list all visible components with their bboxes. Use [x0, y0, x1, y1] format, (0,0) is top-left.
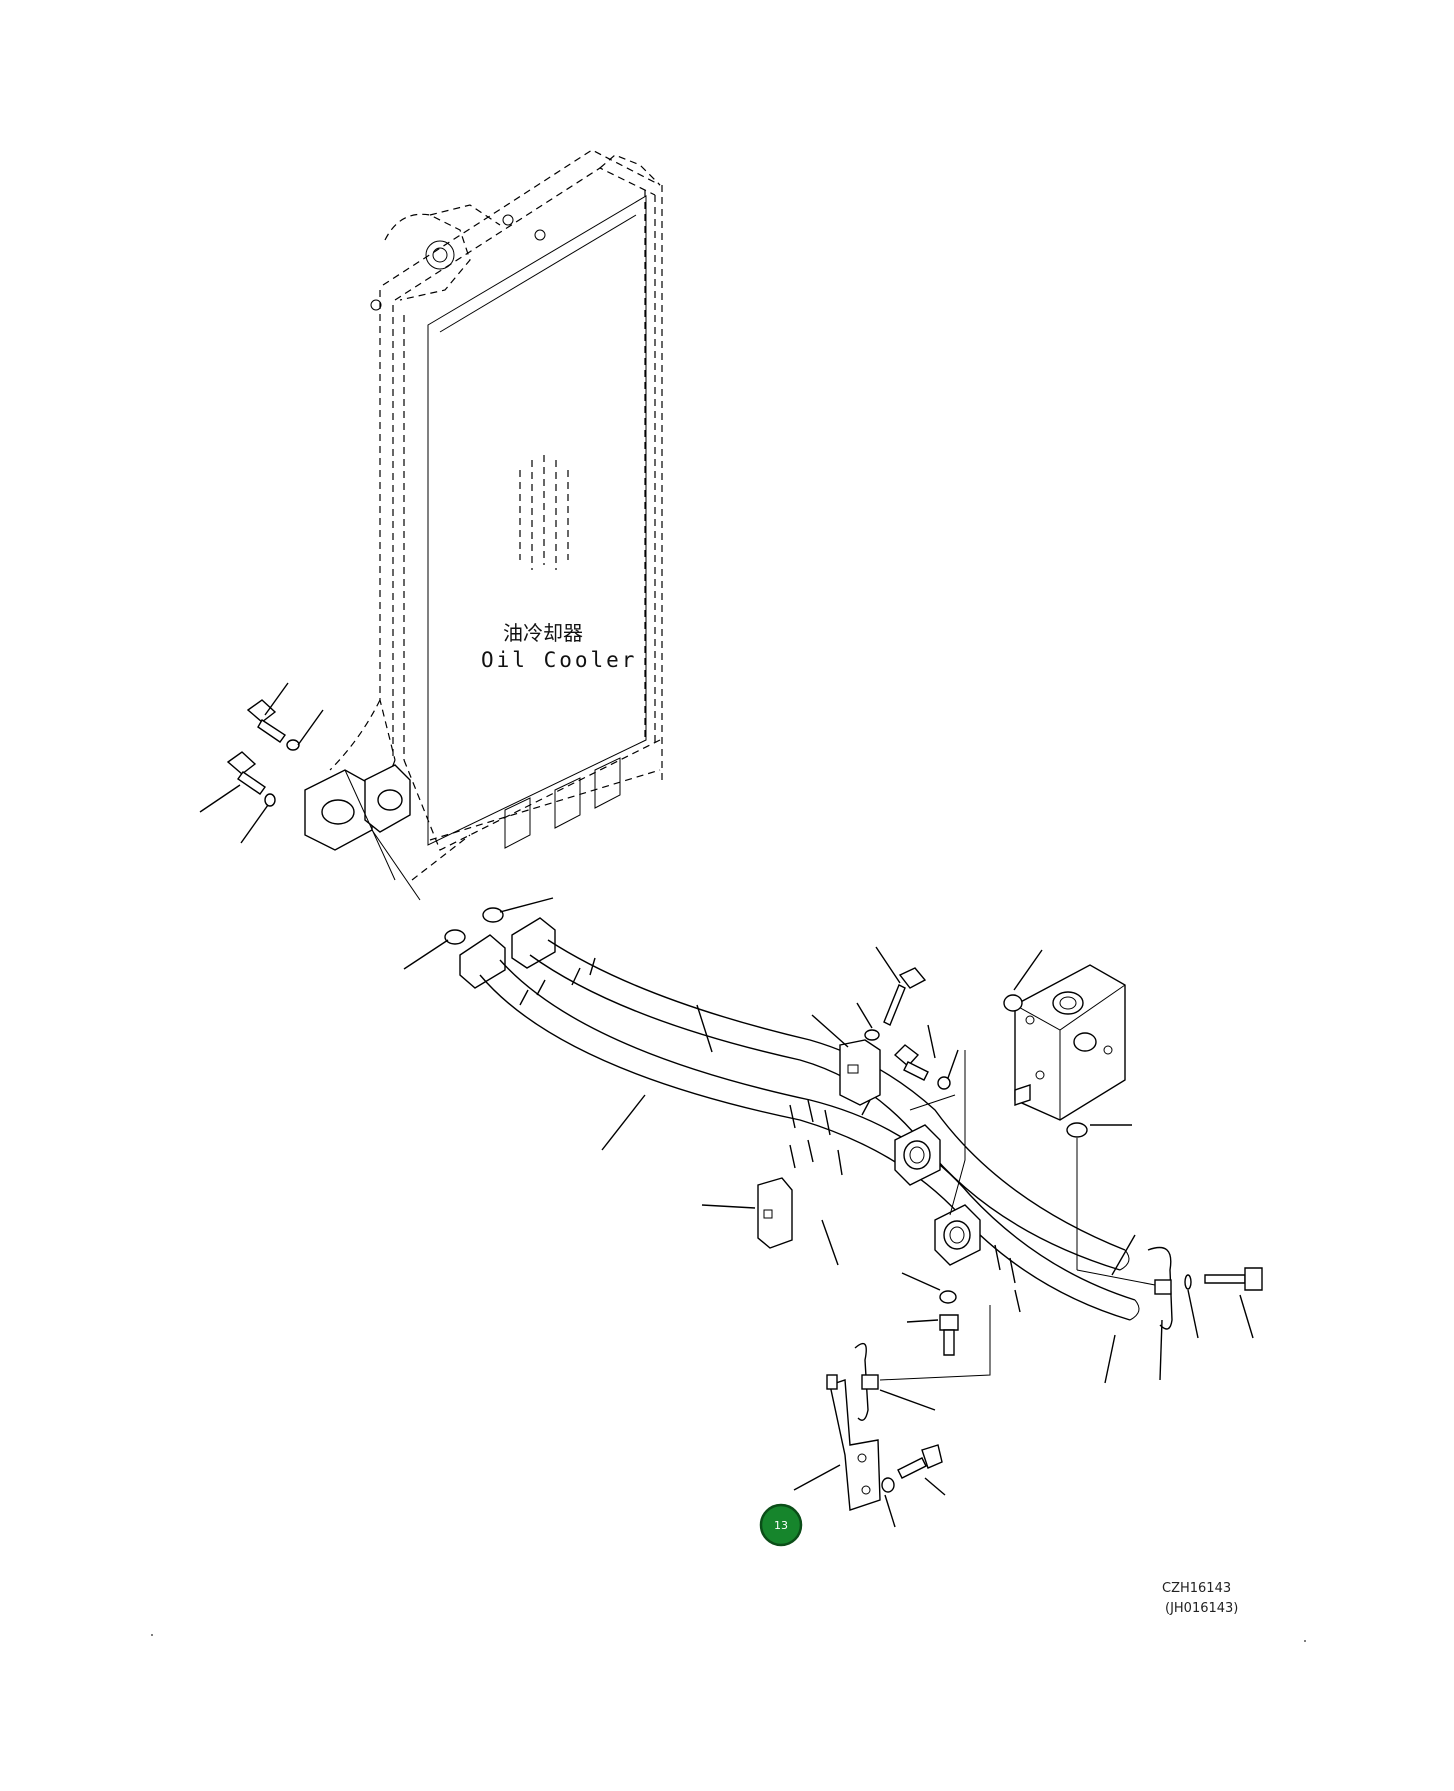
oil-cooler-hoses	[459, 917, 1140, 1321]
support-bracket	[826, 1374, 881, 1511]
valve-block	[1014, 964, 1126, 1121]
callout-13[interactable]: 13	[759, 1503, 803, 1547]
registration-mark-left	[151, 1634, 153, 1636]
clip-bottom	[854, 1342, 879, 1421]
flange-bolt-upper	[246, 699, 300, 751]
hose-end-flange-upper	[894, 1124, 941, 1186]
flange-bolt-lower	[226, 751, 276, 807]
bolt-flange-bottom	[939, 1290, 959, 1356]
oil-cooler-label-cn: 油冷却器	[503, 621, 583, 645]
assembly-guide-lines	[879, 1050, 1156, 1381]
o-rings-left	[444, 907, 504, 945]
clip-right	[1147, 1246, 1173, 1330]
bolt-clip-right	[1184, 1267, 1263, 1291]
bolt-bracket	[881, 1444, 943, 1493]
hose-end-flange-lower	[934, 1204, 981, 1266]
hose-clamp-upper	[839, 1039, 881, 1116]
o-rings-valve	[1003, 994, 1088, 1138]
bolt-clamp-top	[864, 967, 927, 1041]
hose-clamp-lower	[757, 1177, 793, 1249]
drawing-code: CZH16143	[1162, 1581, 1231, 1596]
cooler-outlet-flanges	[304, 764, 421, 901]
callout-13-number[interactable]: 13	[774, 1519, 788, 1532]
drawing-code-alt: (JH016143)	[1165, 1601, 1238, 1616]
oil-cooler-label-en: Oil Cooler	[481, 648, 637, 672]
callout-13-circle[interactable]	[759, 1503, 803, 1547]
leader-lines	[199, 682, 1254, 1528]
registration-mark-right	[1304, 1640, 1306, 1642]
oil-cooler-outline	[329, 149, 663, 881]
bolt-clamp-mid	[893, 1044, 951, 1090]
